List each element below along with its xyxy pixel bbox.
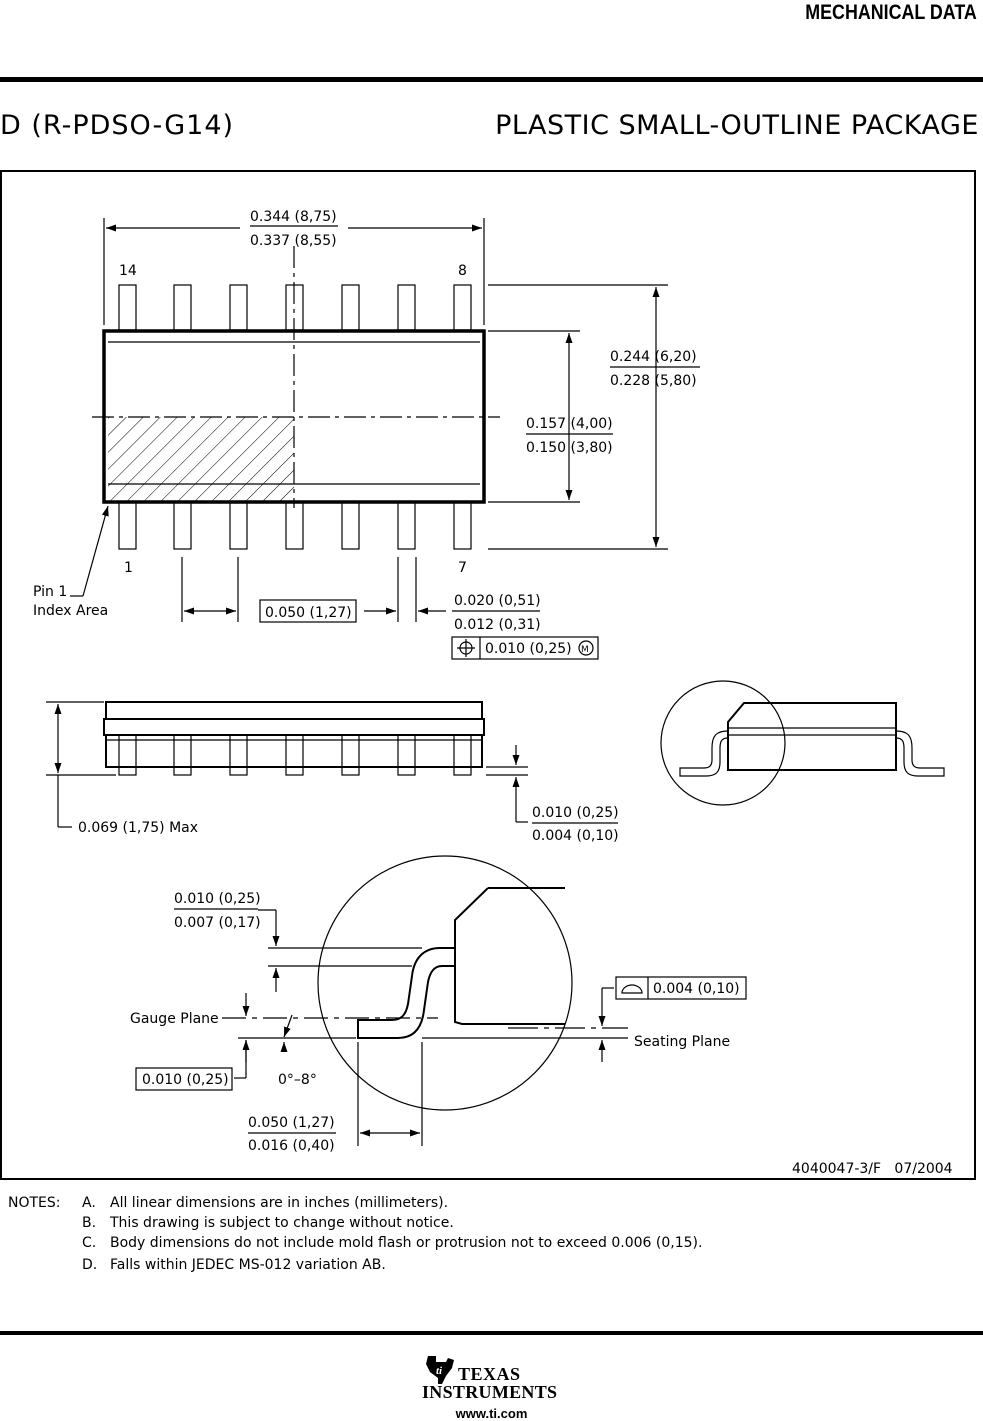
package-name: PLASTIC SMALL-OUTLINE PACKAGE [495, 110, 979, 141]
note-a: A.All linear dimensions are in inches (m… [82, 1195, 449, 1211]
pin1-label-line1: Pin 1 [33, 584, 67, 600]
side-view [46, 701, 618, 828]
logo-line1: TEXAS [458, 1364, 521, 1384]
footer-rule [0, 1331, 983, 1335]
note-d: D.Falls within JEDEC MS-012 variation AB… [82, 1257, 386, 1273]
standoff-min-text: 0.004 (0,10) [532, 828, 619, 844]
seating-plane-label: Seating Plane [634, 1034, 730, 1050]
foot-length-min-text: 0.016 (0,40) [248, 1138, 335, 1154]
drawing-frame [0, 170, 976, 1180]
body-width-min-text: 0.150 (3,80) [526, 440, 613, 456]
pin1-label-line2: Index Area [33, 603, 108, 619]
lead-thickness-max-text: 0.010 (0,25) [174, 891, 261, 907]
end-view [660, 680, 945, 806]
foot-length-max-text: 0.050 (1,27) [248, 1115, 335, 1131]
lower-leads [118, 501, 472, 550]
length-max-text: 0.344 (8,75) [250, 209, 337, 225]
mmc-symbol: M [581, 645, 589, 655]
lead-width-min-text: 0.012 (0,31) [454, 617, 541, 633]
position-tolerance-text: 0.010 (0,25) [485, 641, 572, 657]
length-min-text: 0.337 (8,55) [250, 233, 337, 249]
lead-thickness-min-text: 0.007 (0,17) [174, 915, 261, 931]
header-rule [0, 77, 983, 82]
gauge-plane-label: Gauge Plane [130, 1011, 219, 1027]
drawing-id: 4040047-3/F 07/2004 [792, 1161, 953, 1177]
top-view [70, 218, 700, 660]
ti-logo-icon: ti [426, 1356, 454, 1384]
section-title: MECHANICAL DATA [805, 1, 977, 24]
side-leads [118, 734, 472, 776]
svg-text:ti: ti [436, 1365, 443, 1377]
height-max-text: 0.069 (1,75) Max [78, 820, 198, 836]
lead-width-max-text: 0.020 (0,51) [454, 593, 541, 609]
total-width-min-text: 0.228 (5,80) [610, 373, 697, 389]
gauge-dimension-text: 0.010 (0,25) [142, 1072, 229, 1088]
logo-line2: INSTRUMENTS [422, 1382, 558, 1402]
standoff-max-text: 0.010 (0,25) [532, 805, 619, 821]
pin-label-8: 8 [458, 263, 467, 279]
detail-view [135, 855, 747, 1146]
note-b: B.This drawing is subject to change with… [82, 1215, 454, 1231]
pin-label-1: 1 [124, 560, 133, 576]
coplanarity-text: 0.004 (0,10) [653, 981, 740, 997]
note-c: C.Body dimensions do not include mold fl… [82, 1235, 703, 1251]
upper-leads [118, 284, 472, 331]
pin-label-7: 7 [458, 560, 467, 576]
pitch-text: 0.050 (1,27) [265, 605, 352, 621]
angle-text: 0°–8° [278, 1072, 317, 1088]
body-width-max-text: 0.157 (4,00) [526, 416, 613, 432]
notes-label: NOTES: [8, 1195, 61, 1211]
package-code: D (R-PDSO-G14) [0, 110, 235, 141]
total-width-max-text: 0.244 (6,20) [610, 349, 697, 365]
footer-url[interactable]: www.ti.com [455, 1406, 528, 1421]
pin-label-14: 14 [119, 263, 137, 279]
